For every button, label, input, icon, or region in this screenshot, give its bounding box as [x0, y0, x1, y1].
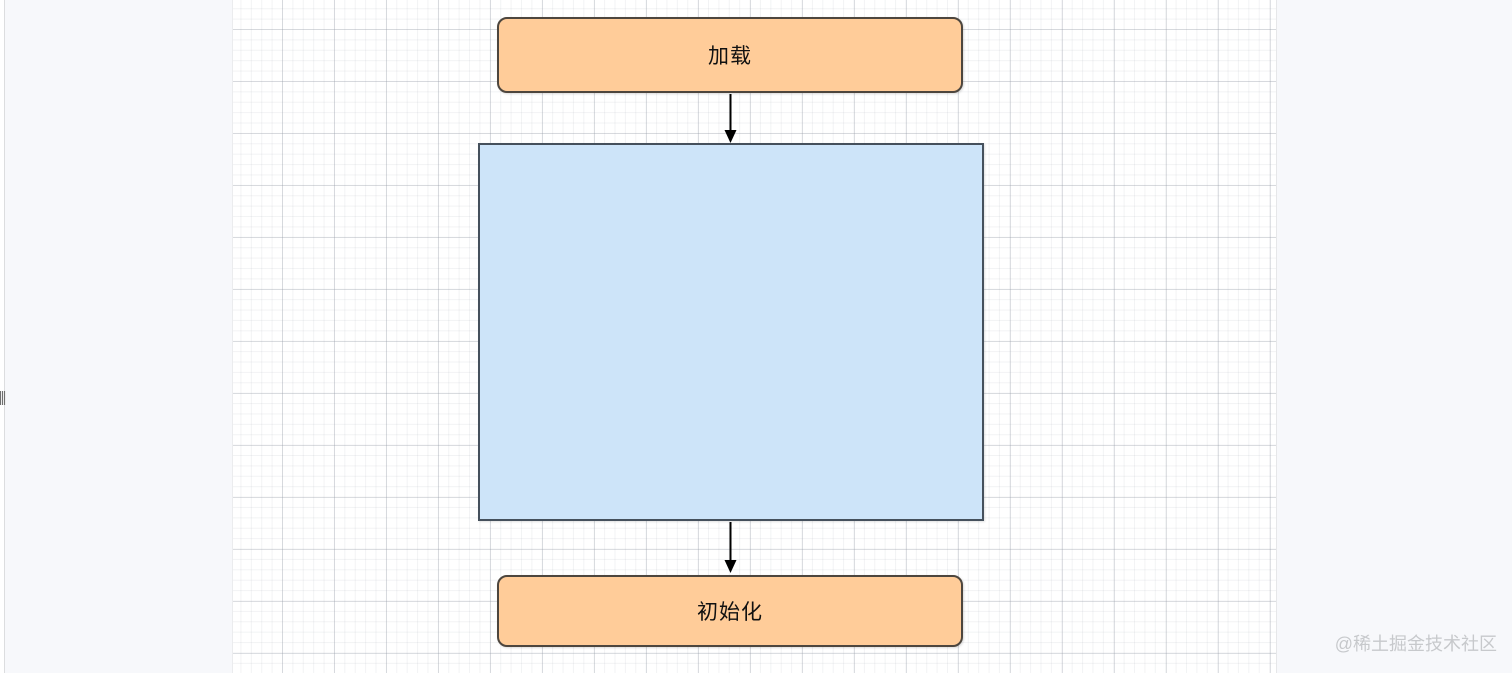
node-init[interactable]: 初始化 — [497, 575, 963, 647]
node-load-label: 加载 — [708, 45, 752, 68]
collapsed-left-panel — [0, 0, 5, 673]
edge-load-to-content[interactable] — [724, 94, 737, 143]
node-init-label: 初始化 — [697, 601, 763, 624]
panel-resize-grip-icon[interactable] — [0, 391, 6, 405]
node-content-rect[interactable] — [478, 143, 984, 521]
edge-content-to-init[interactable] — [724, 522, 737, 573]
node-load[interactable]: 加载 — [497, 17, 963, 93]
watermark-text: @稀土掘金技术社区 — [1334, 634, 1497, 654]
